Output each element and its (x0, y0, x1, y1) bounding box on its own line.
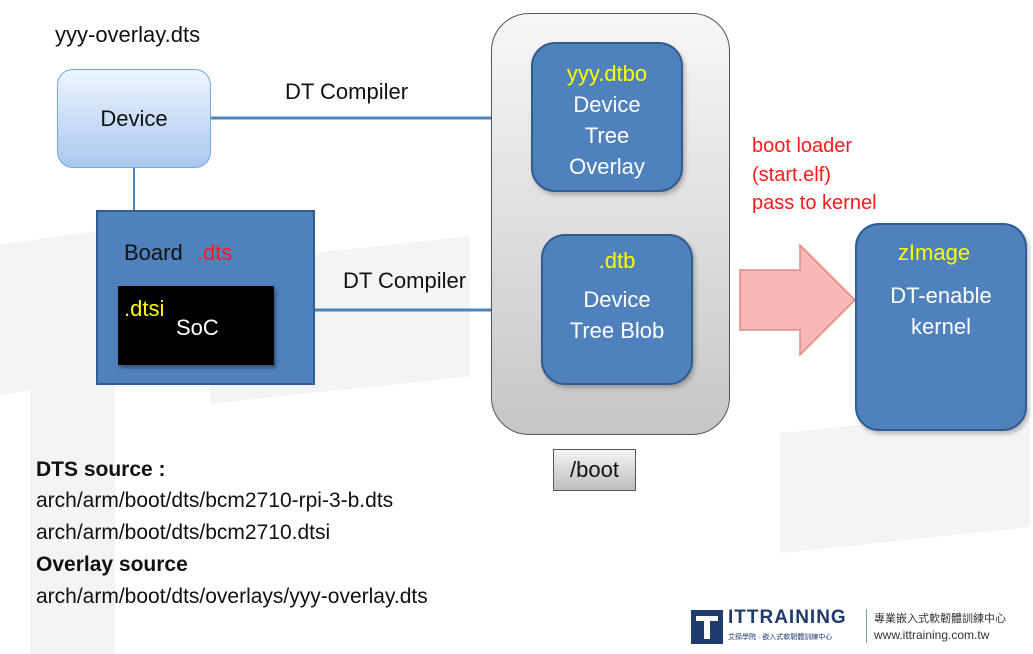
logo-brand: ITTRAINING (728, 607, 847, 628)
kernel-ext: zImage (897, 240, 971, 265)
dts-source-heading: DTS source : (36, 458, 166, 481)
dtbo-line: Device (573, 92, 641, 117)
soc-dtsi-tag: .dtsi (124, 296, 165, 321)
logo-tagline: 專業嵌入式軟韌體訓練中心 (874, 613, 1006, 625)
soc-node (118, 286, 274, 365)
bootloader-line: pass to kernel (752, 192, 877, 214)
boot-directory-label: /boot (553, 449, 636, 491)
dtbo-line: Tree (584, 123, 630, 148)
soc-label: SoC (176, 315, 219, 340)
dtbo-node: yyy.dtbo Device Tree Overlay (531, 42, 683, 192)
dtb-node: .dtb Device Tree Blob (541, 234, 693, 385)
overlay-source-heading: Overlay source (36, 553, 188, 576)
compiler-label-bottom: DT Compiler (343, 268, 467, 293)
logo-sub: 艾鍗學院 · 嵌入式軟韌體訓練中心 (728, 634, 833, 641)
dtbo-ext: yyy.dtbo (566, 61, 648, 86)
bootloader-line: boot loader (752, 135, 853, 157)
dtb-ext: .dtb (598, 248, 636, 273)
overlay-source-path: arch/arm/boot/dts/overlays/yyy-overlay.d… (36, 585, 428, 608)
kernel-node: zImage DT-enable kernel (855, 223, 1027, 431)
dtb-line: Device (583, 287, 651, 312)
device-label: Device (100, 105, 168, 131)
ittraining-logo: ITTRAINING 艾鍗學院 · 嵌入式軟韌體訓練中心 專業嵌入式軟韌體訓練中… (690, 607, 1025, 647)
board-label: Board .dts (124, 240, 233, 265)
logo-divider (866, 609, 867, 643)
logo-url: www.ittraining.com.tw (874, 628, 990, 642)
bootloader-note: boot loader (start.elf) pass to kernel (752, 132, 877, 218)
it-logo-icon (691, 610, 723, 644)
board-dts-suffix: .dts (196, 240, 233, 265)
kernel-line: DT-enable (890, 283, 992, 308)
dts-source-path: arch/arm/boot/dts/bcm2710-rpi-3-b.dts (36, 489, 394, 512)
overlay-file-label: yyy-overlay.dts (55, 22, 201, 47)
pass-to-kernel-arrow (739, 243, 857, 357)
dts-source-path: arch/arm/boot/dts/bcm2710.dtsi (36, 521, 331, 544)
bootloader-line: (start.elf) (752, 163, 831, 186)
watermark-shape (30, 370, 115, 654)
device-node: Device (57, 69, 211, 168)
kernel-line: kernel (911, 314, 971, 339)
dtbo-line: Overlay (569, 154, 645, 179)
dtb-line: Tree Blob (569, 318, 665, 343)
compiler-label-top: DT Compiler (285, 79, 409, 104)
